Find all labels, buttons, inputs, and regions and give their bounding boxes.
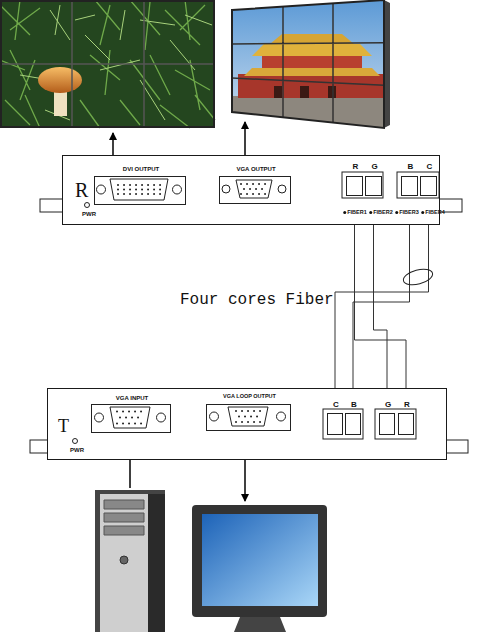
- fiber-cable: [374, 196, 388, 413]
- fiber-cable: [355, 196, 407, 413]
- port-label: DVI OUTPUT: [123, 166, 159, 172]
- video-wall-picture: [232, 0, 384, 131]
- fiber-label: FIBER2: [373, 209, 393, 215]
- fiber-port: G: [379, 413, 395, 435]
- port-letter: R: [353, 163, 359, 171]
- fiber-cable: [353, 196, 410, 413]
- d-shell: [110, 407, 150, 428]
- connector-pins: [236, 411, 261, 422]
- power-label: PWR: [70, 447, 84, 453]
- cable-label: Four cores Fiber: [180, 292, 334, 308]
- port-letter: R: [404, 401, 410, 409]
- led-dot: [395, 211, 398, 214]
- mount-flange: [40, 199, 64, 212]
- duplex-housing: [375, 409, 416, 439]
- mushroom-cap: [38, 67, 82, 93]
- dvi-connector: DVI OUTPUT: [94, 176, 186, 205]
- jack-screw: [277, 412, 286, 421]
- fiber-port: C: [327, 413, 343, 435]
- fiber-port: B: [345, 413, 361, 435]
- jack-screw: [173, 185, 182, 194]
- receiver-unit: RPWRDVI OUTPUTVGA OUTPUTRFIBER1GFIBER2BF…: [62, 155, 440, 225]
- duplex-housing: [397, 172, 439, 198]
- panel-seams: [232, 3, 384, 122]
- unit-letter: R: [75, 180, 88, 200]
- led-dot: [421, 211, 424, 214]
- jack-screw: [97, 185, 106, 194]
- fiber-port: CFIBER4: [420, 176, 437, 196]
- d-shell: [228, 407, 268, 426]
- vga-connector: VGA INPUT: [91, 404, 171, 433]
- fiber-port: RFIBER1: [346, 176, 363, 196]
- d-shell: [236, 180, 272, 198]
- screen-frame: [1, 1, 214, 127]
- screen-frame: [232, 0, 384, 128]
- gate-wall: [238, 74, 384, 98]
- pc-front-panel: [100, 494, 148, 632]
- led-dot: [343, 211, 346, 214]
- fiber-label: FIBER4: [425, 209, 445, 215]
- monitor-stand: [234, 617, 286, 632]
- connector-pins: [117, 412, 142, 424]
- mount-flange: [445, 440, 468, 453]
- jack-screw: [278, 185, 286, 193]
- vga-connector: VGA OUTPUT: [219, 176, 291, 204]
- pc-side-panel: [148, 494, 165, 632]
- duplex-housing: [342, 172, 383, 198]
- port-letter: B: [408, 163, 414, 171]
- transmitter-unit: TPWRVGA INPUTVGA LOOP OUTPUTCBGR: [47, 388, 447, 460]
- jack-screw: [95, 413, 104, 422]
- sky: [232, 0, 384, 130]
- fiber-label-group: FIBER2: [369, 210, 393, 216]
- fiber-label: FIBER3: [399, 209, 419, 215]
- port-letter: G: [385, 401, 391, 409]
- port-letter: B: [351, 401, 357, 409]
- panel-seams: [0, 0, 215, 128]
- unit-letter: T: [58, 417, 69, 435]
- jack-screw: [222, 185, 230, 193]
- cable-tie: [402, 266, 435, 287]
- port-letter: C: [333, 401, 339, 409]
- upper-roof: [252, 44, 372, 56]
- port-label: VGA LOOP OUTPUT: [223, 394, 276, 400]
- port-letter: C: [427, 163, 433, 171]
- video-wall-screen: [0, 0, 215, 128]
- fiber-cable: [335, 196, 429, 413]
- jack-screw: [210, 412, 219, 421]
- power-button: [120, 556, 128, 564]
- pine-needles: [0, 0, 215, 128]
- fiber-label-group: FIBER4: [421, 210, 445, 216]
- power-led: [85, 203, 90, 208]
- fiber-port: GFIBER2: [365, 176, 382, 196]
- fiber-port: R: [398, 413, 414, 435]
- fiber-port: BFIBER3: [401, 176, 418, 196]
- d-shell: [110, 179, 168, 200]
- led-dot: [369, 211, 372, 214]
- power-label: PWR: [82, 211, 96, 217]
- port-label: VGA INPUT: [116, 395, 148, 401]
- port-label: VGA OUTPUT: [236, 166, 275, 172]
- fiber-label-group: FIBER1: [343, 210, 367, 216]
- monitor-bezel: [192, 505, 327, 617]
- monitor-screen: [202, 514, 318, 606]
- connector-pins: [241, 184, 266, 194]
- pine-highlights: [20, 5, 212, 120]
- connector-pins: [118, 185, 161, 194]
- fiber-label: FIBER1: [347, 209, 367, 215]
- power-led: [73, 439, 78, 444]
- lower-roof: [244, 68, 380, 76]
- pc-tower: [95, 490, 165, 632]
- fiber-label-group: FIBER3: [395, 210, 419, 216]
- drive-bays: [104, 500, 144, 535]
- port-letter: G: [371, 163, 377, 171]
- vga-connector: VGA LOOP OUTPUT: [206, 404, 291, 431]
- duplex-housing: [323, 409, 363, 439]
- jack-screw: [157, 413, 166, 422]
